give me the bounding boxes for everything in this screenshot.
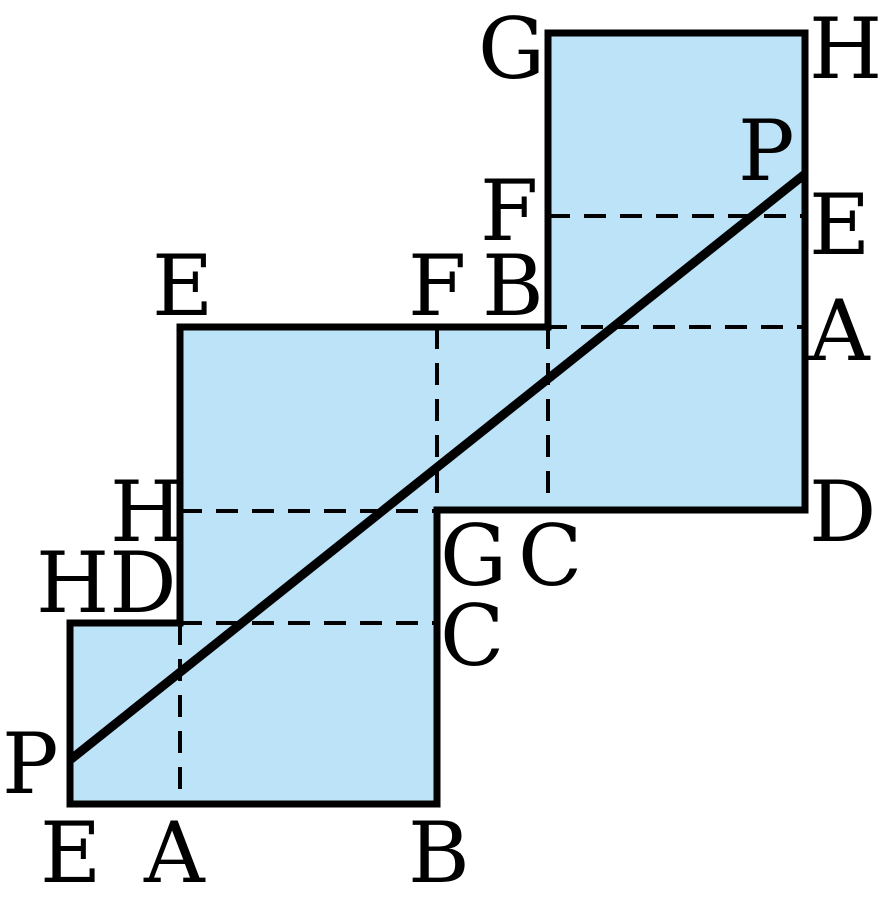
label-c-mid: C [518,507,582,605]
label-h-left: H [110,463,183,561]
label-f-mid: F [408,237,466,335]
label-g-top: G [478,0,545,98]
label-h-top: H [809,0,881,98]
label-d-right: D [809,463,876,561]
net-outline [66,29,809,808]
path-line-p-to-p [67,170,808,764]
label-e-mid: E [152,237,213,335]
label-a-bottom: A [143,804,206,902]
label-b-bottom: B [408,804,470,902]
label-a-right: A [808,282,871,380]
label-p-right: P [738,102,795,200]
label-p-left: P [2,715,59,813]
fold-lines [178,214,805,804]
label-g-mid: G [440,507,507,605]
label-e-bottom: E [40,804,101,902]
label-e-right: E [809,176,870,274]
label-b-mid: B [482,237,544,335]
label-hd-left: HD [36,534,177,632]
label-f-right: F [480,162,538,260]
label-c-low: C [440,587,504,685]
